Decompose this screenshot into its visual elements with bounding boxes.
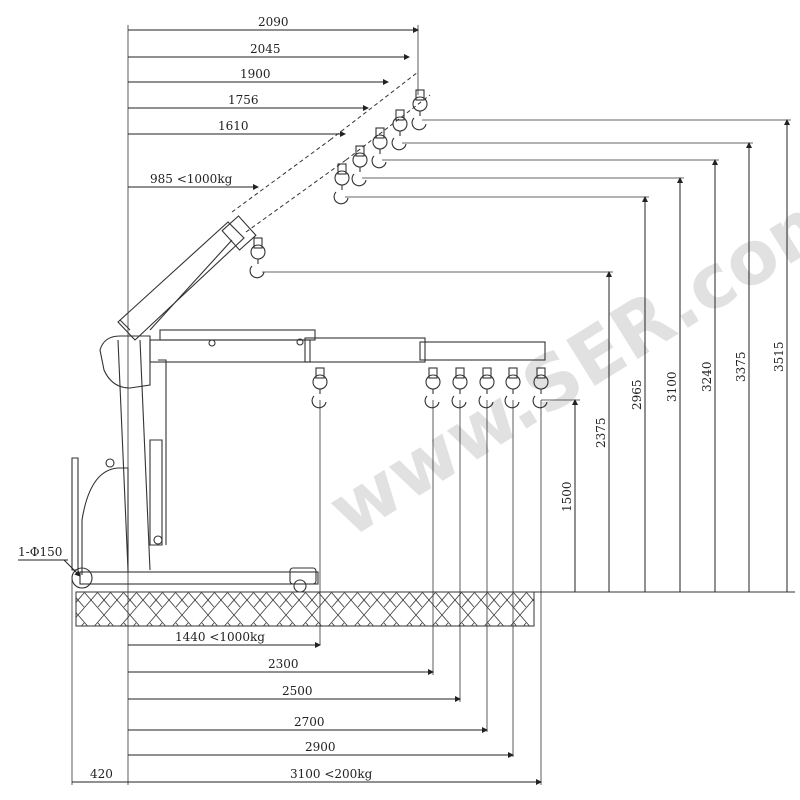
hook-icon [333,163,350,205]
hook-icon [351,145,368,187]
horizontal-boom [149,329,546,363]
dim-2965: 2965 [630,379,644,410]
wheel-callout: 1-Φ150 [18,545,81,577]
hook-icon [391,109,408,151]
dim-2045: 2045 [250,42,281,56]
hook-icon [411,89,428,131]
extension-lines [71,25,791,785]
wheel-label: 1-Φ150 [18,545,62,559]
bottom-dimensions: 1440 <1000kg 2300 2500 2700 2900 3100 <2… [72,630,542,785]
watermark: www.SER.com.cn [314,102,800,554]
dim-3515: 3515 [772,341,786,372]
dim-3100: 3100 [665,371,679,402]
dim-2375: 2375 [594,417,608,448]
dim-1440: 1440 <1000kg [175,630,265,644]
inclined-boom [117,71,431,341]
dim-3100: 3100 <200kg [290,767,373,781]
crane-body [71,335,319,593]
hook-icon [424,367,441,409]
dim-1900: 1900 [240,67,271,81]
dim-2090: 2090 [258,15,289,29]
dim-2900: 2900 [305,740,336,754]
upper-hooks [249,89,428,279]
dim-985: 985 <1000kg [150,172,233,186]
dim-2500: 2500 [282,684,313,698]
dim-1610: 1610 [218,119,249,133]
dim-3240: 3240 [700,361,714,392]
ground-hatch [75,591,795,627]
height-dimensions: 1500 2375 2965 3100 3240 3375 3515 [560,119,790,592]
hook-icon [311,367,328,409]
dim-1756: 1756 [228,93,259,107]
dim-2700: 2700 [294,715,325,729]
top-dimensions: 2090 2045 1900 1756 1610 985 <1000kg [128,15,419,190]
dim-3375: 3375 [734,351,748,382]
dim-420: 420 [90,767,113,781]
dim-2300: 2300 [268,657,299,671]
dim-1500: 1500 [560,481,574,512]
